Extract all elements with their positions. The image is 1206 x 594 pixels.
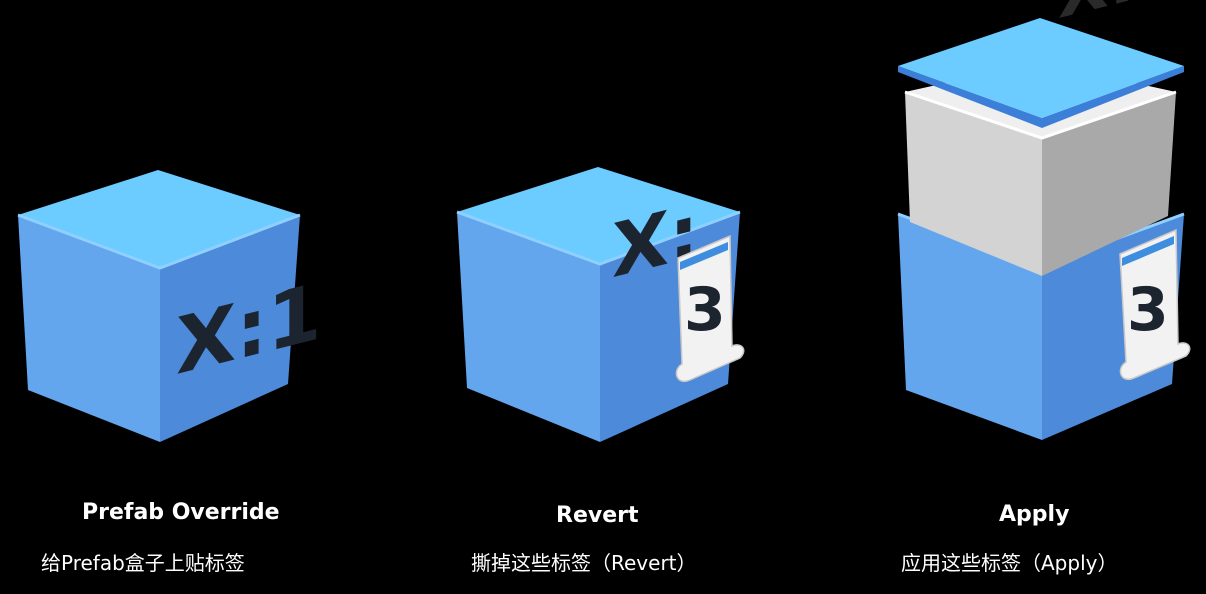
apply-upper-box-text: X:3	[1058, 0, 1181, 34]
apply-tag-stripe	[1122, 236, 1174, 266]
override-cube: X:1	[17, 170, 322, 442]
revert-tag-paper	[675, 234, 745, 383]
revert-cube-left	[457, 212, 600, 442]
apply-tag-paper	[1119, 228, 1191, 381]
apply-tag: 3	[1119, 228, 1191, 381]
apply-cube-left	[898, 214, 1042, 440]
override-title: Prefab Override	[82, 500, 280, 525]
revert-tag-text: 3	[684, 275, 726, 345]
apply-upper-box-right	[1042, 92, 1176, 276]
revert-cube-top	[457, 167, 740, 264]
apply-title: Apply	[999, 502, 1070, 527]
override-cube-edge	[17, 213, 301, 270]
revert-tag-stripe	[680, 242, 728, 270]
revert-tag: 3	[675, 234, 745, 383]
override-subtitle: 给Prefab盒子上贴标签	[41, 551, 245, 575]
apply-subtitle: 应用这些标签（Apply）	[901, 551, 1118, 575]
revert-cube-edge	[456, 210, 741, 266]
apply-upper-box-edge	[904, 90, 1177, 140]
apply-lid-top	[898, 18, 1184, 118]
override-cube-right	[160, 215, 300, 442]
revert-title: Revert	[556, 503, 639, 528]
revert-subtitle: 撕掉这些标签（Revert）	[471, 551, 697, 575]
override-cube-top	[18, 170, 300, 268]
apply-upper-box-left	[905, 92, 1042, 276]
apply-tag-text: 3	[1127, 275, 1169, 345]
override-cube-left	[18, 215, 160, 442]
apply-lid	[898, 18, 1184, 128]
